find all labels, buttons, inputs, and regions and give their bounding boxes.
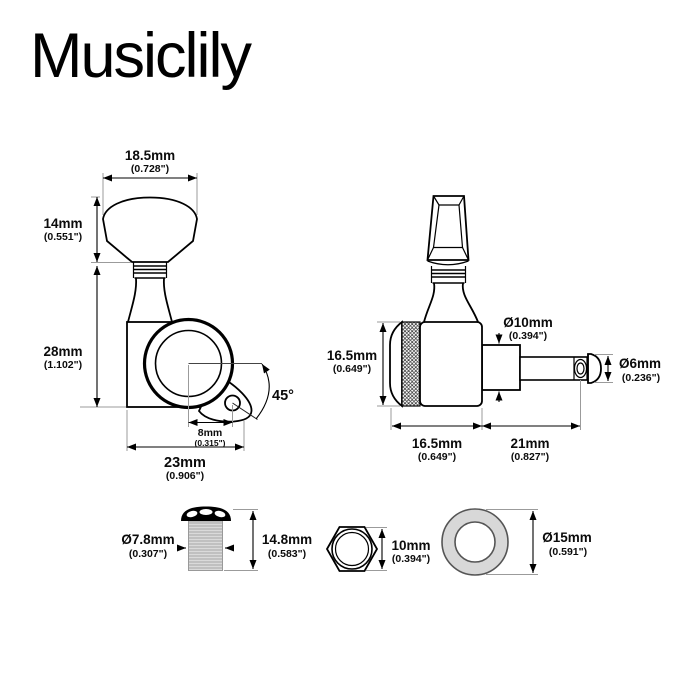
bushing-part: Ø7.8mm (0.307") 14.8mm (0.583") (121, 506, 312, 571)
dim-label-inch: (0.551") (44, 231, 82, 243)
dim-label-inch: (0.236") (622, 372, 660, 384)
side-worm-cap (389, 320, 403, 408)
dim-label: 14mm (43, 216, 82, 231)
dim-body-height: 28mm (1.102") (43, 266, 126, 408)
front-neck (127, 277, 173, 323)
hex-nut-part: 10mm (0.394") (325, 526, 431, 572)
string-hole (573, 358, 588, 379)
dim-label: 8mm (198, 427, 223, 439)
dim-label: 14.8mm (262, 532, 312, 547)
dim-label: 10mm (391, 538, 430, 553)
dim-nut-size: 10mm (0.394") (366, 527, 431, 571)
dim-bushing-diameter-bottom: Ø7.8mm (0.307") (121, 532, 234, 560)
angle-label: 45° (272, 388, 294, 404)
dim-label: Ø6mm (619, 356, 661, 371)
dim-button-height: 14mm (0.551") (43, 196, 131, 263)
dim-label-inch: (0.583") (268, 548, 306, 560)
dim-label: 23mm (164, 455, 206, 471)
dim-label-inch: (1.102") (44, 359, 82, 371)
dim-button-width: 18.5mm (0.728") (102, 148, 198, 215)
dim-hole-offset: 8mm (0.315") (188, 365, 233, 448)
brand-logo: Musiclily (30, 21, 252, 91)
dim-label-inch: (0.307") (129, 548, 167, 560)
dim-total-width: 23mm (0.906") (126, 410, 245, 482)
side-bushing-cylinder (481, 344, 521, 391)
side-knurled-strip (401, 321, 421, 407)
dim-label: 21mm (510, 436, 549, 451)
dim-label-inch: (0.906") (166, 470, 204, 482)
dim-label-inch: (0.394") (392, 553, 430, 565)
dim-post-length: 21mm (0.827") (482, 380, 581, 463)
dim-label-inch: (0.728") (131, 163, 169, 175)
dim-label-inch: (0.394") (509, 330, 547, 342)
side-post-end (573, 353, 602, 384)
dim-label: Ø7.8mm (121, 532, 174, 547)
front-angle-annotation: 45° (188, 363, 294, 420)
dim-side-body-height: 16.5mm (0.649") (327, 321, 400, 407)
dim-label-inch: (0.649") (333, 363, 371, 375)
dim-bushing-height: 14.8mm (0.583") (224, 509, 312, 571)
bushing-threads (188, 520, 223, 571)
washer-part: Ø15mm (0.591") (441, 508, 592, 576)
side-tuner-button (426, 195, 470, 266)
side-neck (423, 282, 479, 323)
dim-washer-diameter: Ø15mm (0.591") (486, 509, 592, 575)
dim-label: 16.5mm (327, 348, 377, 363)
dim-bushing-diameter: Ø10mm (0.394") (495, 315, 553, 402)
front-collar (132, 262, 168, 279)
dim-label: Ø15mm (542, 530, 592, 545)
side-housing-body (419, 321, 483, 407)
washer-inner (454, 521, 496, 563)
dim-label-inch: (0.827") (511, 451, 549, 463)
dim-label-inch: (0.591") (549, 546, 587, 558)
side-collar (430, 266, 467, 284)
dim-post-diameter: Ø6mm (0.236") (594, 354, 661, 384)
side-view: 16.5mm (0.649") Ø10mm (0.394") Ø6mm (0.2… (327, 195, 661, 463)
nut-hexagon (325, 526, 379, 572)
dim-label: 18.5mm (125, 148, 175, 163)
dim-label: Ø10mm (503, 315, 553, 330)
dim-side-body-width: 16.5mm (0.649") (390, 408, 483, 463)
front-view: 45° 18.5mm (0.728") 14mm (0.551") 28mm (… (43, 148, 294, 482)
dim-label: 16.5mm (412, 436, 462, 451)
front-tuner-button (102, 196, 198, 263)
dim-label: 28mm (43, 344, 82, 359)
dim-label-inch: (0.315") (195, 438, 226, 448)
dim-label-inch: (0.649") (418, 451, 456, 463)
